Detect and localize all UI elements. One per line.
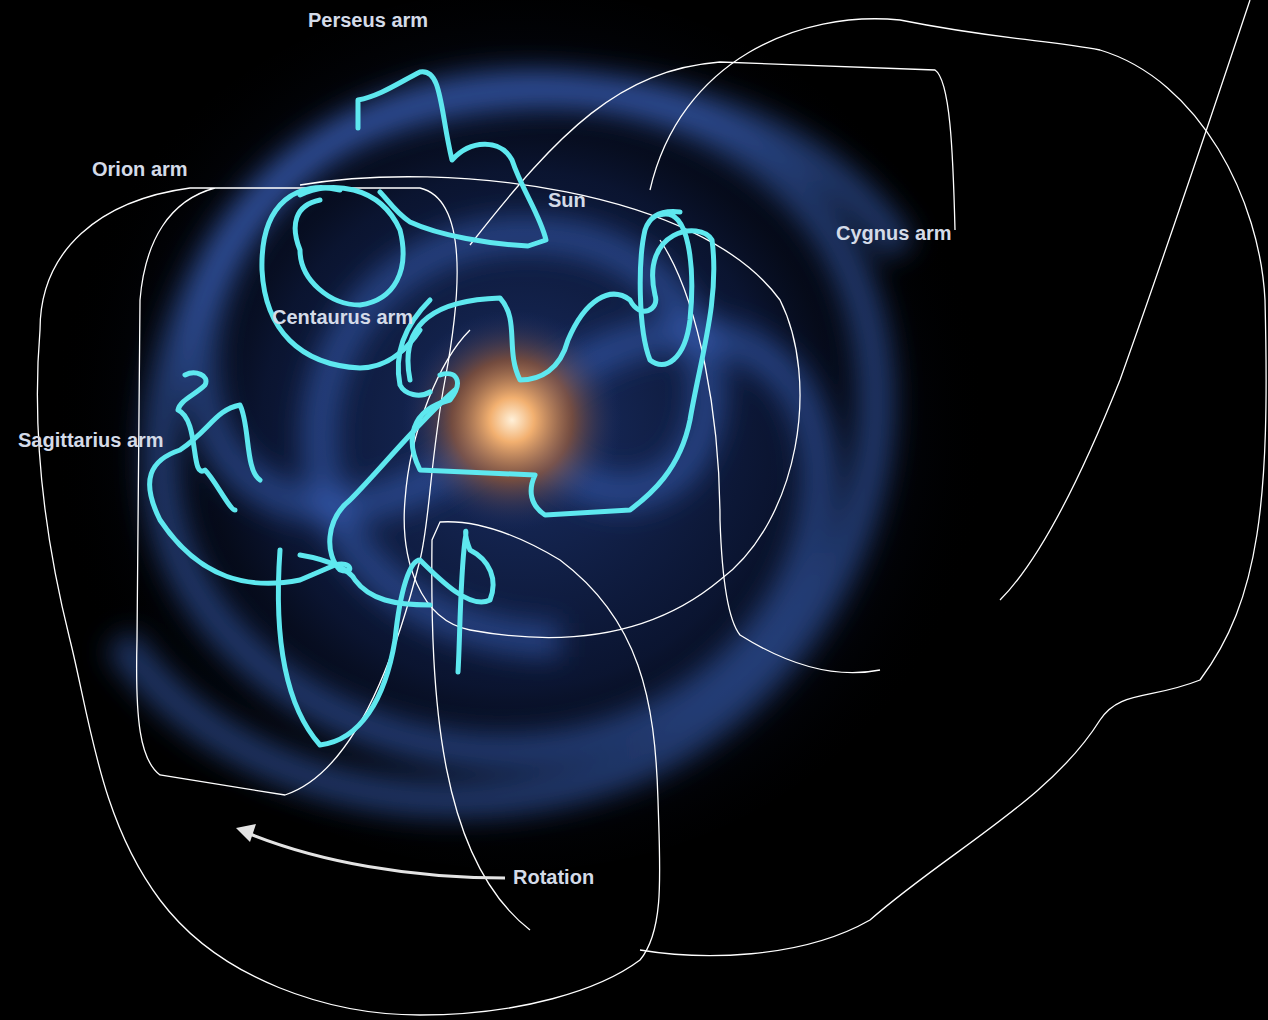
arm-label: Sun	[548, 188, 586, 212]
arm-label: Centaurus arm	[272, 305, 413, 329]
arm-label: Sagittarius arm	[18, 428, 164, 452]
arm-label: Rotation	[513, 865, 594, 889]
arm-label: Perseus arm	[308, 8, 428, 32]
rotation-arrow	[236, 824, 505, 878]
arm-label: Cygnus arm	[836, 221, 952, 245]
galaxy-disk	[50, 0, 990, 870]
white-outlines	[37, 0, 1266, 1015]
arm-label: Orion arm	[92, 157, 188, 181]
spiral-arms	[120, 87, 900, 800]
cyan-scribbles	[150, 72, 714, 745]
